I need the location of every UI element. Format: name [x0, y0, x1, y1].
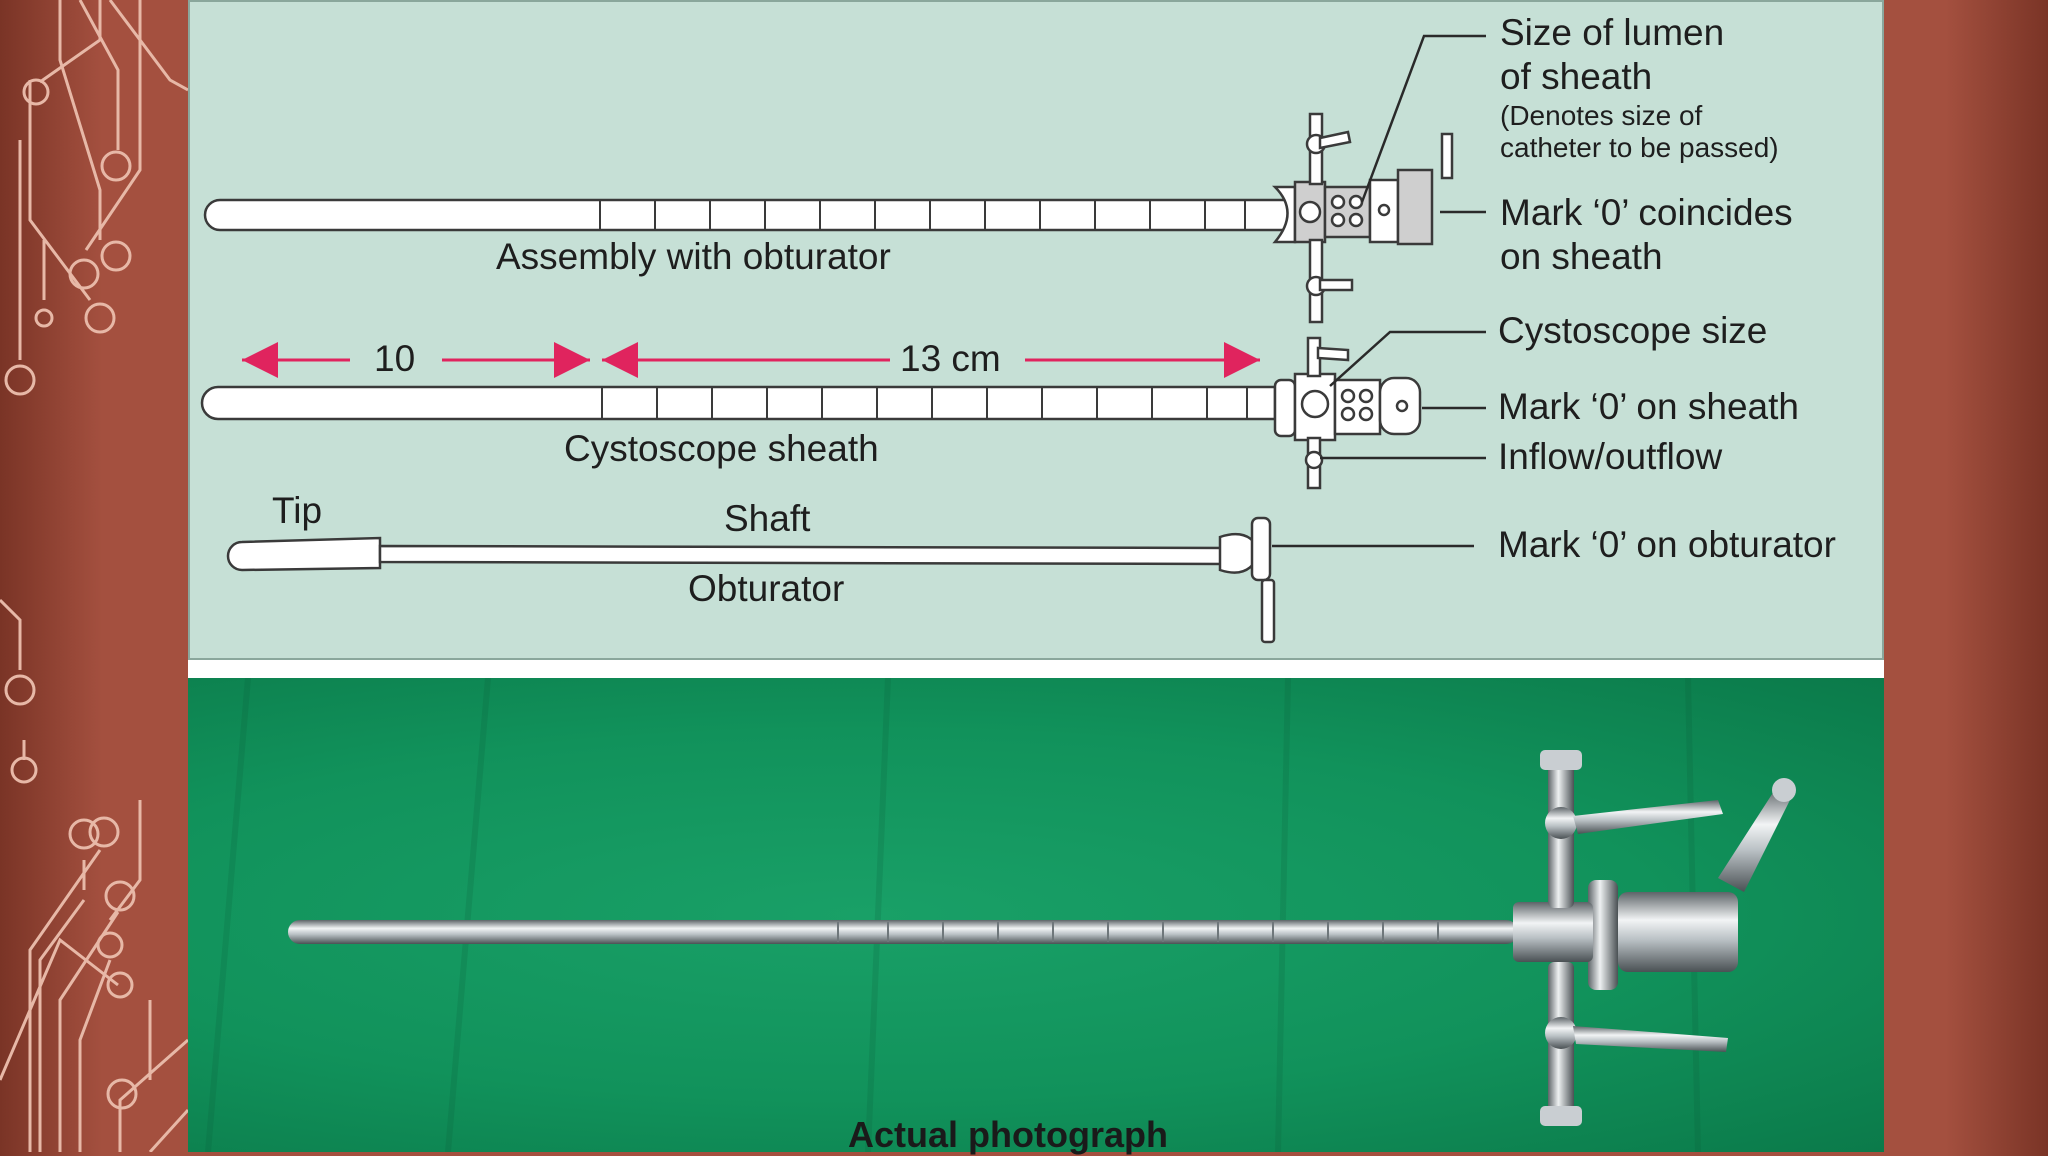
- label-of-sheath: of sheath: [1500, 56, 1653, 97]
- obturator-drawing: [226, 516, 1276, 644]
- label-catheter-passed: catheter to be passed): [1500, 132, 1779, 163]
- label-denotes-size: (Denotes size of: [1500, 100, 1703, 131]
- assembly-with-obturator-drawing: [203, 112, 1454, 324]
- leader-lines: [1272, 34, 1486, 548]
- label-mark-coincides: Mark ‘0’ coincides: [1500, 192, 1793, 233]
- label-on-sheath: on sheath: [1500, 236, 1663, 277]
- label-mark-on-obturator: Mark ‘0’ on obturator: [1498, 524, 1836, 565]
- cystoscope-photograph-image: [205, 678, 1796, 1152]
- photo-caption: Actual photograph: [848, 1114, 1168, 1155]
- label-obturator: Obturator: [688, 568, 845, 609]
- cystoscope-diagram-panel: Size of lumen of sheath (Denotes size of…: [188, 0, 1884, 660]
- label-shaft: Shaft: [724, 498, 811, 539]
- cystoscope-sheath-drawing: [200, 336, 1422, 490]
- cystoscope-diagram-drawing: [200, 34, 1486, 644]
- label-dimension-13cm: 13 cm: [900, 338, 1001, 379]
- label-cystoscope-sheath: Cystoscope sheath: [564, 428, 879, 469]
- label-size-of-lumen: Size of lumen: [1500, 12, 1725, 53]
- label-tip: Tip: [272, 490, 323, 531]
- label-dimension-10: 10: [374, 338, 416, 379]
- label-inflow-outflow: Inflow/outflow: [1498, 436, 1723, 477]
- circuit-decoration-right-icon: [22, 0, 152, 1152]
- circuit-decoration-left-icon: [0, 0, 188, 1152]
- label-mark-on-sheath: Mark ‘0’ on sheath: [1498, 386, 1799, 427]
- panel-separator: [188, 660, 1884, 678]
- label-cystoscope-size: Cystoscope size: [1498, 310, 1768, 351]
- cystoscope-photograph-panel: Actual photograph: [188, 678, 1884, 1155]
- label-assembly-with-obturator: Assembly with obturator: [496, 236, 891, 277]
